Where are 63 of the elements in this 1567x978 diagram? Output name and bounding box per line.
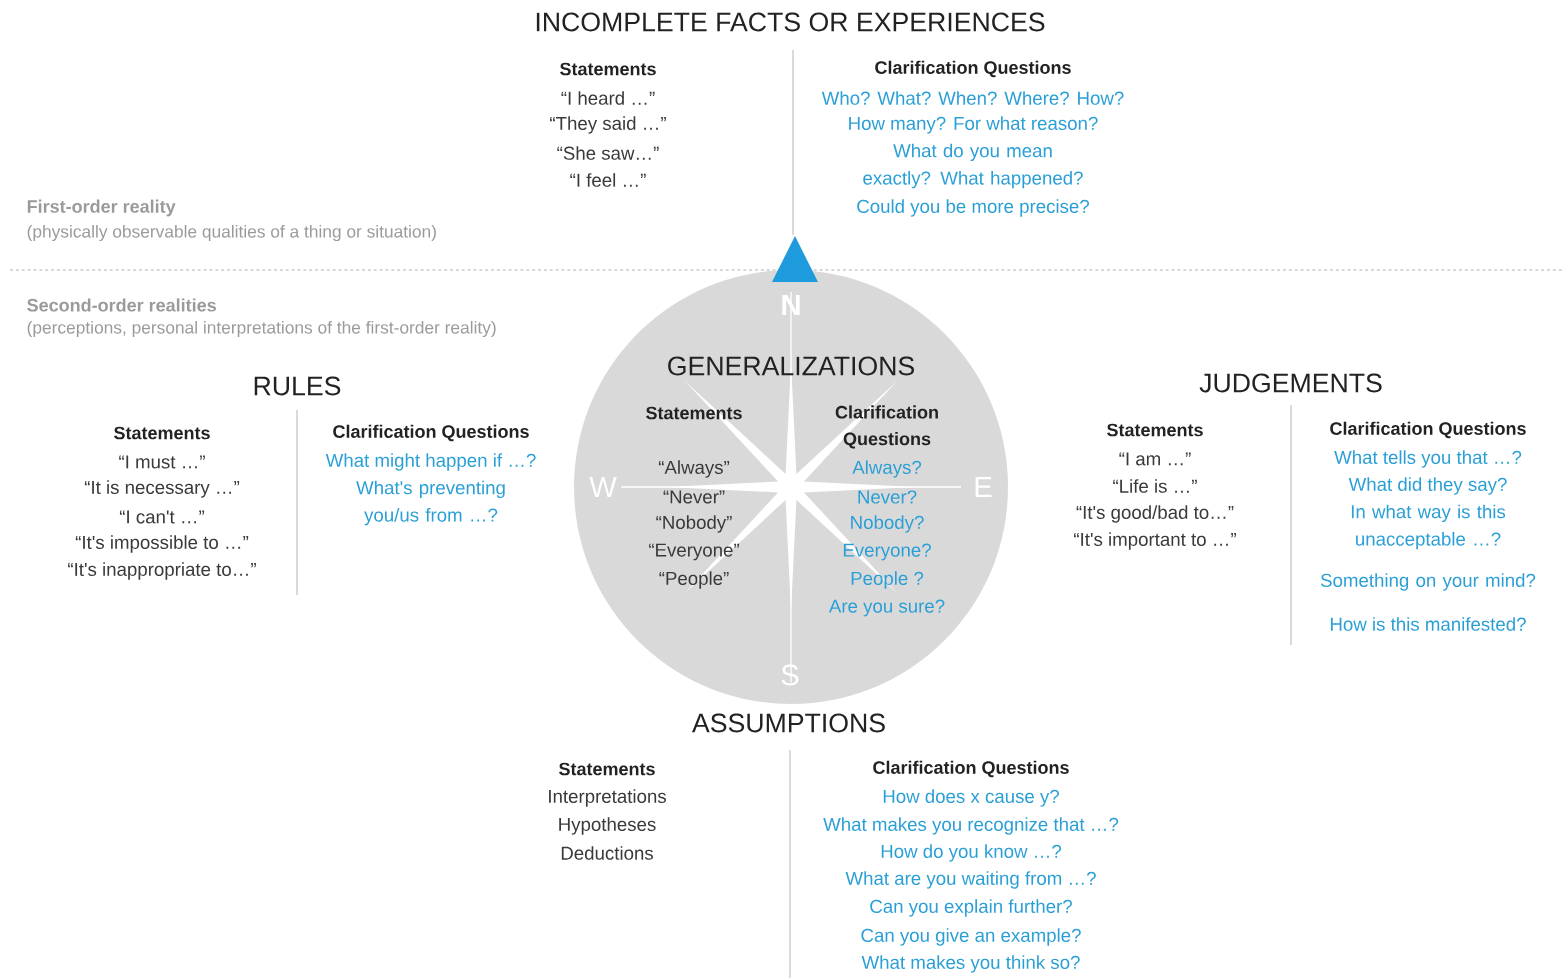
question-text: What makes you recognize that …? [823, 817, 1119, 835]
column-heading: Statements [559, 762, 655, 776]
statement-text: “It's inappropriate to…” [68, 562, 256, 580]
statement-text: “I feel …” [570, 173, 646, 187]
section-heading: JUDGEMENTS [1199, 373, 1382, 393]
question-text: Nobody? [851, 515, 924, 533]
statement-text: “Always” [658, 460, 730, 478]
question-text: How is this manifested? [1330, 617, 1526, 631]
statement-text: “People” [659, 571, 729, 589]
question-text: In what way is this unacceptable …? [1351, 504, 1506, 550]
statement-text: “Never” [663, 490, 725, 504]
question-text: What's preventing you/us from …? [356, 480, 505, 526]
column-heading: Clarification Questions [873, 760, 1069, 778]
column-heading: Statements [646, 406, 742, 420]
statement-text: “I am …” [1119, 452, 1191, 466]
statement-text: “It's impossible to …” [75, 535, 249, 553]
question-text: What tells you that …? [1334, 450, 1522, 468]
statement-text: “It is necessary …” [84, 480, 240, 498]
column-heading: Clarification Questions [1330, 421, 1526, 439]
question-text: Something on your mind? [1320, 573, 1536, 591]
question-text: What do you mean exactly? What happened? [863, 143, 1083, 189]
question-text: What makes you think so? [861, 955, 1080, 973]
question-text: Can you give an example? [861, 928, 1081, 946]
statement-text: “It's good/bad to…” [1076, 505, 1234, 523]
question-text: What are you waiting from …? [845, 871, 1096, 889]
statement-text: “I must …” [119, 455, 205, 469]
statement-text: “I can't …” [119, 510, 205, 524]
section-heading: INCOMPLETE FACTS OR EXPERIENCES [536, 12, 1045, 32]
note-text: (perceptions, personal interpretations of the first-order reality) [27, 320, 496, 338]
column-heading: Statements [560, 62, 656, 76]
question-text: Are you sure? [828, 599, 945, 617]
question-text: Can you explain further? [870, 899, 1072, 917]
statement-text: Interpretations [549, 789, 666, 807]
column-heading: Statements [1107, 423, 1203, 437]
column-heading: Clarification Questions [835, 405, 938, 449]
section-heading: RULES [254, 376, 341, 396]
statement-text: “Life is …” [1113, 479, 1197, 493]
question-text: Always? [852, 460, 922, 478]
question-text: How many? For what reason? [849, 116, 1098, 134]
column-heading: Clarification Questions [333, 424, 529, 442]
statement-text: “It's important to …” [1074, 532, 1236, 550]
question-text: Never? [858, 490, 917, 504]
note-text: (physically observable qualities of a thing or situation) [27, 224, 436, 242]
statement-text: Deductions [561, 846, 653, 860]
statement-text: “They said …” [550, 116, 666, 134]
column-heading: Statements [114, 426, 210, 440]
question-text: Who? What? When? Where? How? [821, 91, 1124, 105]
question-text: What did they say? [1348, 477, 1507, 495]
question-text: How does x cause y? [883, 789, 1059, 807]
question-text: Could you be more precise? [857, 199, 1089, 217]
column-heading: Clarification Questions [875, 60, 1071, 78]
statement-text: Hypotheses [559, 817, 656, 835]
question-text: People ? [851, 571, 924, 589]
statement-text: “She saw…” [557, 146, 659, 160]
note-heading: Second-order realities [27, 298, 216, 312]
question-text: Everyone? [843, 543, 931, 561]
statement-text: “Nobody” [656, 515, 732, 533]
statement-text: “Everyone” [649, 543, 739, 561]
question-text: How do you know …? [881, 844, 1062, 862]
section-heading: GENERALIZATIONS [668, 356, 914, 376]
question-text: What might happen if …? [325, 453, 536, 471]
statement-text: “I heard …” [561, 91, 655, 105]
note-heading: First-order reality [27, 199, 176, 217]
